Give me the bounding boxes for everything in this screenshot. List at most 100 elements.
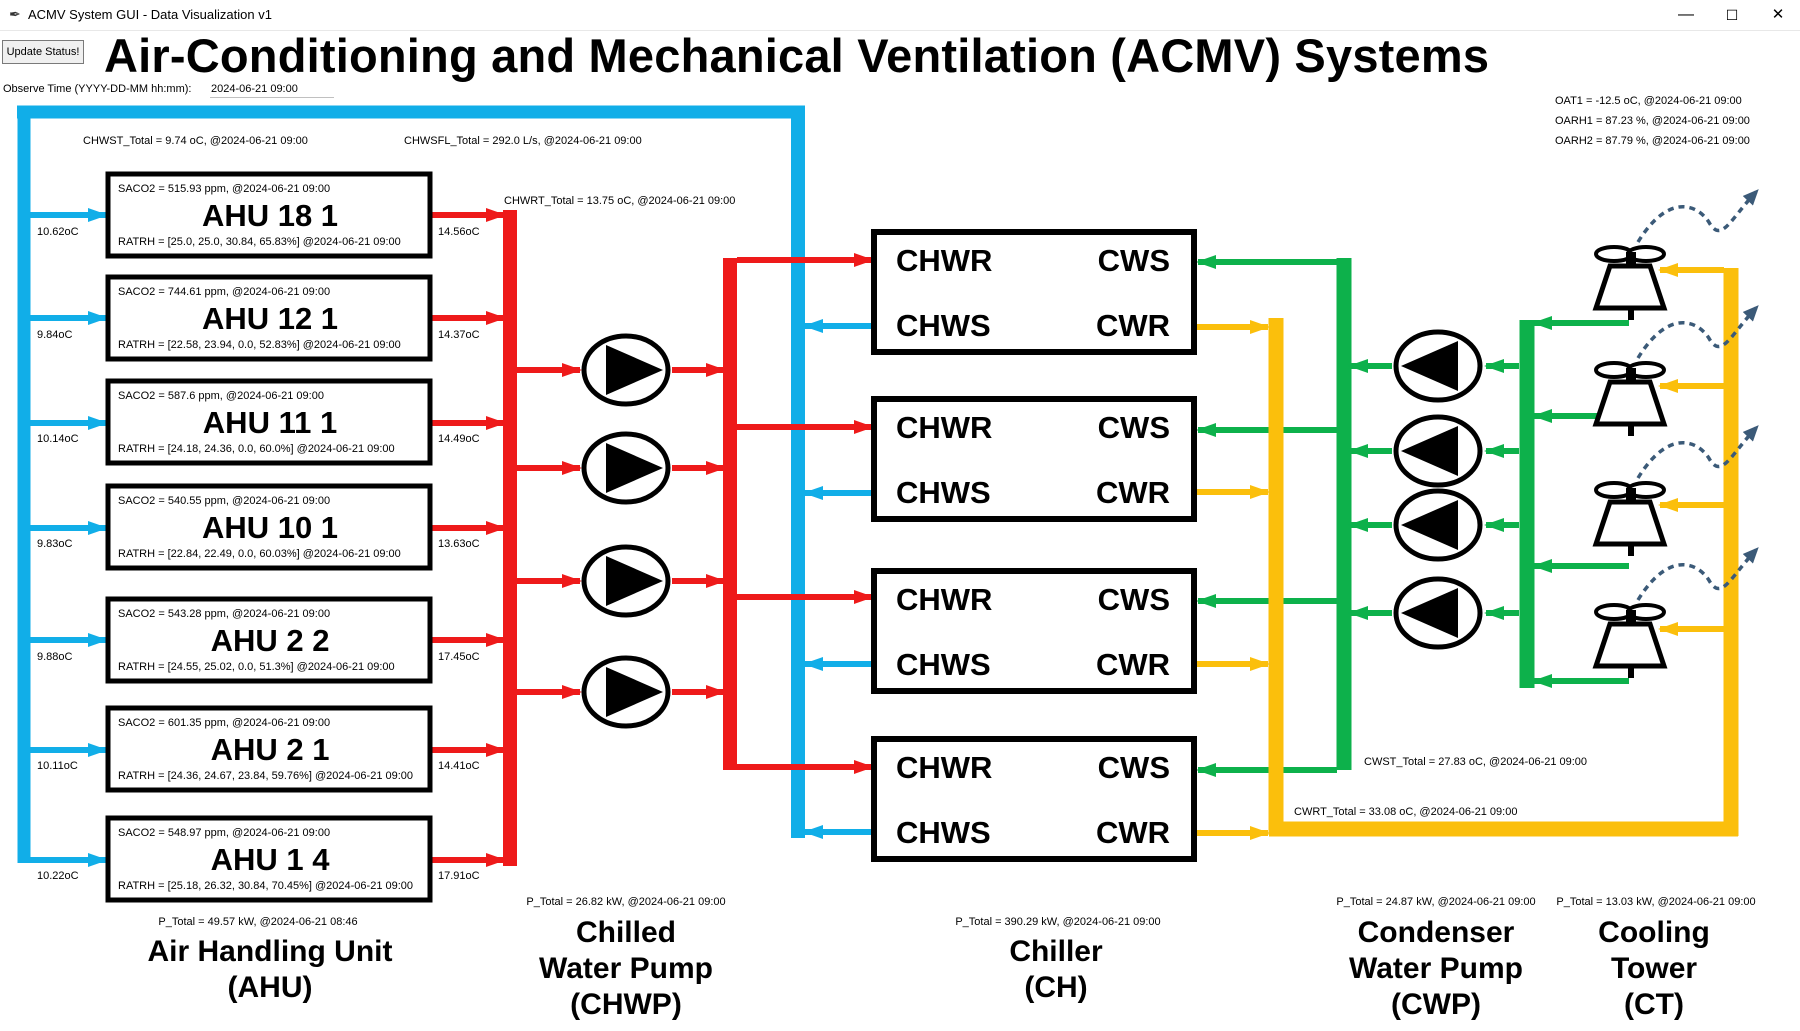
cwp-power-reading: P_Total = 24.87 kW, @2024-06-21 09:00 [1336, 896, 1535, 908]
chiller-chws-port: CHWS [896, 308, 991, 343]
ahu-ratrh-reading: RATRH = [25.0, 25.0, 30.84, 65.83%] @202… [118, 236, 401, 248]
ahu-supply-temp: 9.88oC [37, 651, 73, 663]
page-title: Air-Conditioning and Mechanical Ventilat… [104, 29, 1490, 82]
chiller-cwr-port: CWR [1096, 475, 1170, 510]
ahu-supply-temp: 10.22oC [37, 870, 79, 882]
ahu-box [105, 171, 433, 259]
ahu-box [105, 705, 433, 793]
ahu-return-temp: 17.45oC [438, 651, 480, 663]
ahu-ratrh-reading: RATRH = [22.84, 22.49, 0.0, 60.03%] @202… [118, 548, 401, 560]
ahu-supply-temp: 10.11oC [37, 760, 78, 772]
ahu-name: AHU 18 1 [202, 198, 338, 233]
chiller-chws-port: CHWS [896, 815, 991, 850]
chwst-total-reading: CHWST_Total = 9.74 oC, @2024-06-21 09:00 [83, 135, 308, 147]
section-caption-ct: Tower [1611, 952, 1697, 985]
chiller-chws-port: CHWS [896, 475, 991, 510]
exhaust-air-arrow [1636, 305, 1759, 359]
cooling-tower-icon [1592, 379, 1668, 427]
outdoor-weather-reading: OARH1 = 87.23 %, @2024-06-21 09:00 [1555, 115, 1750, 127]
section-caption-cwp: Water Pump [1349, 952, 1523, 985]
chiller-cws-port: CWS [1098, 410, 1170, 445]
chiller-cwr-port: CWR [1096, 815, 1170, 850]
outdoor-weather-reading: OAT1 = -12.5 oC, @2024-06-21 09:00 [1555, 95, 1742, 107]
chiller-chwr-port: CHWR [896, 243, 992, 278]
observe-time-label: Observe Time (YYYY-DD-MM hh:mm): [3, 83, 192, 95]
ahu-box [105, 596, 433, 684]
pump-triangle-icon [606, 667, 663, 717]
cwst-total-reading: CWST_Total = 27.83 oC, @2024-06-21 09:00 [1364, 756, 1587, 768]
ahu-saco2-reading: SACO2 = 744.61 ppm, @2024-06-21 09:00 [118, 286, 330, 298]
section-caption-ch: (CH) [1024, 971, 1087, 1004]
window-titlebar: ✒ ACMV System GUI - Data Visualization v… [0, 0, 1800, 31]
feather-icon: ✒ [9, 6, 21, 22]
section-caption-ch: Chiller [1009, 935, 1103, 968]
ch-power-reading: P_Total = 390.29 kW, @2024-06-21 09:00 [955, 916, 1160, 928]
ahu-name: AHU 1 4 [211, 842, 331, 877]
ahu-name: AHU 2 1 [211, 732, 330, 767]
ahu-ratrh-reading: RATRH = [24.55, 25.02, 0.0, 51.3%] @2024… [118, 661, 395, 673]
ahu-return-temp: 13.63oC [438, 538, 480, 550]
section-caption-chwp: Water Pump [539, 952, 713, 985]
chwsfl-total-reading: CHWSFL_Total = 292.0 L/s, @2024-06-21 09… [404, 135, 642, 147]
ahu-saco2-reading: SACO2 = 548.97 ppm, @2024-06-21 09:00 [118, 827, 330, 839]
ahu-name: AHU 10 1 [202, 510, 338, 545]
ahu-ratrh-reading: RATRH = [22.58, 23.94, 0.0, 52.83%] @202… [118, 339, 401, 351]
ahu-box [105, 274, 433, 362]
section-caption-ct: Cooling [1598, 916, 1710, 949]
pump-triangle-icon [1401, 341, 1458, 391]
chiller-chwr-port: CHWR [896, 750, 992, 785]
ahu-saco2-reading: SACO2 = 540.55 ppm, @2024-06-21 09:00 [118, 495, 330, 507]
ahu-return-temp: 14.41oC [438, 760, 480, 772]
ahu-return-temp: 17.91oC [438, 870, 480, 882]
chiller-cwr-port: CWR [1096, 647, 1170, 682]
ahu-supply-temp: 9.83oC [37, 538, 73, 550]
ahu-supply-temp: 10.62oC [37, 226, 79, 238]
observe-time-input[interactable] [210, 80, 334, 98]
ahu-saco2-reading: SACO2 = 587.6 ppm, @2024-06-21 09:00 [118, 390, 324, 402]
fan-hub-icon [1626, 368, 1636, 382]
chiller-box [871, 736, 1197, 862]
ahu-box [105, 378, 433, 466]
section-caption-chwp: (CHWP) [570, 988, 682, 1021]
chiller-chws-port: CHWS [896, 647, 991, 682]
cooling-tower-icon [1592, 621, 1668, 669]
section-caption-cwp: Condenser [1358, 916, 1515, 949]
ahu-return-temp: 14.49oC [438, 433, 480, 445]
ahu-ratrh-reading: RATRH = [24.18, 24.36, 0.0, 60.0%] @2024… [118, 443, 395, 455]
fan-hub-icon [1626, 610, 1636, 624]
chiller-box [871, 396, 1197, 522]
section-caption-cwp: (CWP) [1391, 988, 1481, 1021]
ahu-saco2-reading: SACO2 = 543.28 ppm, @2024-06-21 09:00 [118, 608, 330, 620]
cooling-tower-icon [1592, 499, 1668, 547]
chwrt-total-reading: CHWRT_Total = 13.75 oC, @2024-06-21 09:0… [504, 195, 735, 207]
ahu-supply-temp: 10.14oC [37, 433, 79, 445]
ahu-ratrh-reading: RATRH = [24.36, 24.67, 23.84, 59.76%] @2… [118, 770, 413, 782]
exhaust-air-arrow [1636, 547, 1759, 601]
chwp-power-reading: P_Total = 26.82 kW, @2024-06-21 09:00 [526, 896, 725, 908]
section-caption-ct: (CT) [1624, 988, 1684, 1021]
fan-hub-icon [1626, 488, 1636, 502]
pump-triangle-icon [606, 556, 663, 606]
pump-triangle-icon [1401, 500, 1458, 550]
pump-triangle-icon [606, 443, 663, 493]
chiller-cws-port: CWS [1098, 243, 1170, 278]
ahu-box [105, 815, 433, 903]
outdoor-weather-reading: OARH2 = 87.79 %, @2024-06-21 09:00 [1555, 135, 1750, 147]
ahu-saco2-reading: SACO2 = 601.35 ppm, @2024-06-21 09:00 [118, 717, 330, 729]
ahu-name: AHU 2 2 [211, 623, 330, 658]
section-caption-chwp: Chilled [576, 916, 676, 949]
maximize-button[interactable]: ☐ [1725, 7, 1739, 23]
close-button[interactable]: ✕ [1771, 6, 1785, 23]
pump-triangle-icon [1401, 588, 1458, 638]
ahu-power-reading: P_Total = 49.57 kW, @2024-06-21 08:46 [158, 916, 357, 928]
chiller-box [871, 229, 1197, 355]
section-caption-ahu: Air Handling Unit [148, 935, 393, 968]
update-status-button[interactable]: Update Status! [2, 40, 84, 64]
minimize-button[interactable]: — [1678, 6, 1694, 23]
exhaust-air-arrow [1636, 425, 1759, 479]
ahu-return-temp: 14.37oC [438, 329, 480, 341]
ahu-saco2-reading: SACO2 = 515.93 ppm, @2024-06-21 09:00 [118, 183, 330, 195]
chiller-cwr-port: CWR [1096, 308, 1170, 343]
pump-triangle-icon [606, 345, 663, 395]
